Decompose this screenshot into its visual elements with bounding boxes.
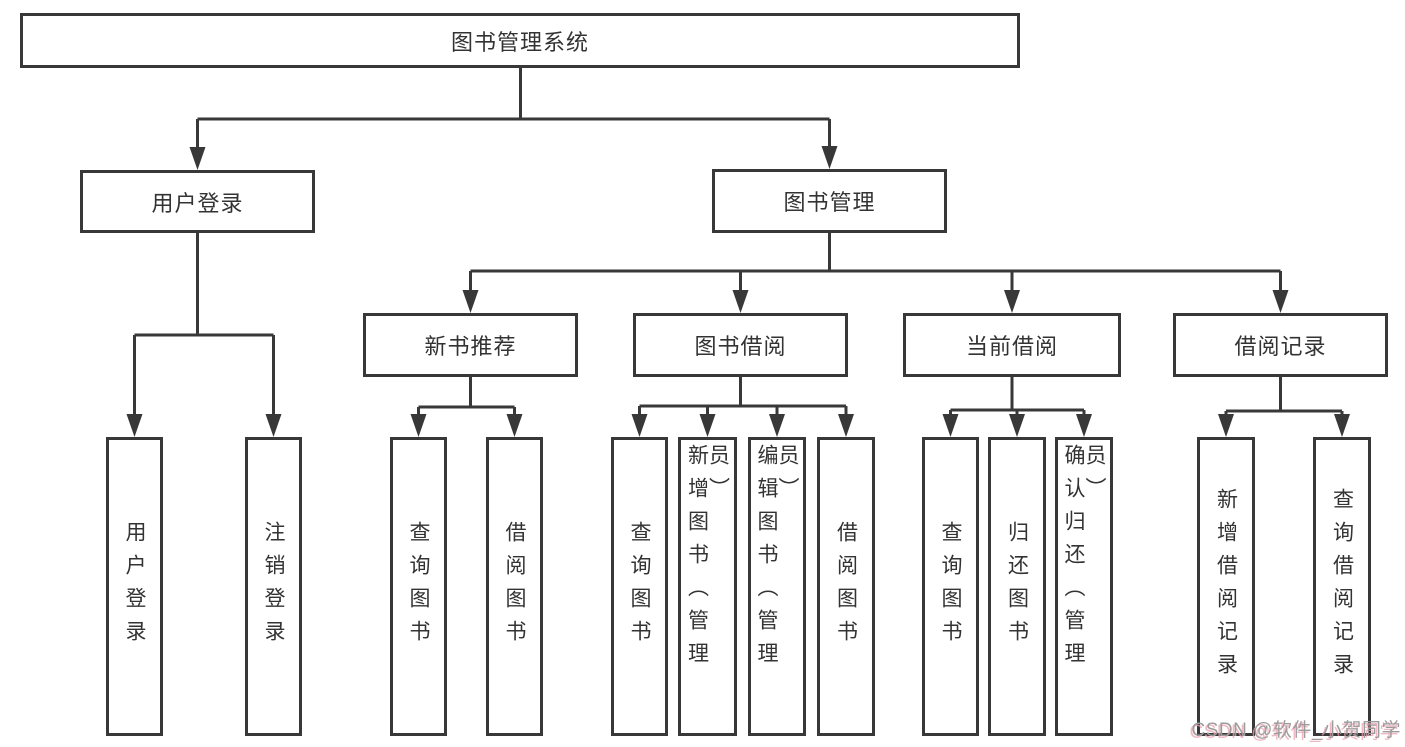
arrowhead <box>126 414 143 437</box>
arrowhead <box>189 147 206 170</box>
edge-borrowrecords-to-leaves <box>1224 377 1344 419</box>
node-new-book-rec-label: 新书推荐 <box>424 334 517 359</box>
arrowhead <box>1076 414 1092 437</box>
leaf-borrow-books-1-label: 借阅图书 <box>503 520 526 653</box>
arrowhead <box>838 414 854 437</box>
node-root-label: 图书管理系统 <box>450 29 589 55</box>
leaf-query-books-1-label: 查询图书 <box>407 520 430 653</box>
leaf-query-borrow-record: 查询借阅记录 <box>1313 437 1371 736</box>
arrowhead <box>506 414 523 437</box>
node-login: 用户登录 <box>80 170 315 233</box>
node-current-borrow-label: 当前借阅 <box>965 334 1058 359</box>
leaf-edit-book-admin-label: 编辑图书（管理员） <box>755 444 799 675</box>
arrowhead <box>631 414 648 437</box>
node-book-borrow: 图书借阅 <box>633 313 848 377</box>
arrowhead <box>1272 290 1289 313</box>
node-borrow-records-label: 借阅记录 <box>1234 334 1327 359</box>
leaf-return-book-label: 归还图书 <box>1005 520 1029 653</box>
leaf-borrow-books-2: 借阅图书 <box>817 437 875 736</box>
arrowhead <box>462 290 479 313</box>
arrowhead <box>699 414 716 437</box>
edge-root-to-level2 <box>196 68 831 150</box>
node-book-borrow-label: 图书借阅 <box>694 334 787 359</box>
leaf-return-book: 归还图书 <box>988 437 1046 736</box>
leaf-query-books-3: 查询图书 <box>922 437 979 736</box>
node-borrow-records: 借阅记录 <box>1173 313 1388 377</box>
arrowhead <box>732 290 749 313</box>
leaf-confirm-return-admin: 确认归还（管理员） <box>1055 437 1113 736</box>
leaf-query-books-2: 查询图书 <box>611 437 668 736</box>
arrowhead <box>942 414 959 437</box>
edge-currentborrow-to-leaves <box>949 377 1086 419</box>
leaf-add-borrow-record-label: 新增借阅记录 <box>1214 487 1238 686</box>
leaf-edit-book-admin: 编辑图书（管理员） <box>748 437 806 736</box>
leaf-query-borrow-record-label: 查询借阅记录 <box>1330 487 1354 686</box>
arrowhead <box>1218 414 1234 437</box>
leaf-query-books-2-label: 查询图书 <box>628 520 651 653</box>
node-new-book-rec: 新书推荐 <box>363 313 578 377</box>
edge-login-to-leaves <box>133 233 275 417</box>
leaf-add-borrow-record: 新增借阅记录 <box>1197 437 1255 736</box>
arrowhead <box>265 414 282 437</box>
leaf-user-login-label: 用户登录 <box>123 520 146 653</box>
leaf-logout: 注销登录 <box>245 437 302 736</box>
leaf-add-book-admin: 新增图书（管理员） <box>678 437 737 736</box>
edge-bookborrow-to-leaves <box>638 377 848 419</box>
leaf-borrow-books-2-label: 借阅图书 <box>834 520 858 653</box>
arrowhead <box>1334 414 1350 437</box>
watermark: CSDN @软件_小贺同学 <box>1191 720 1401 741</box>
arrowhead <box>1004 290 1020 313</box>
node-current-borrow: 当前借阅 <box>903 313 1121 377</box>
leaf-add-book-admin-label: 新增图书（管理员） <box>685 444 730 675</box>
edge-newbook-to-leaves <box>417 377 516 419</box>
node-login-label: 用户登录 <box>151 190 244 216</box>
leaf-query-books-1: 查询图书 <box>390 437 447 736</box>
arrowhead <box>821 146 838 169</box>
arrowhead <box>410 414 427 437</box>
edge-bookmgmt-to-level3 <box>469 233 1282 293</box>
arrowhead <box>769 414 785 437</box>
leaf-user-login: 用户登录 <box>106 437 163 736</box>
node-book-mgmt-label: 图书管理 <box>783 190 876 215</box>
leaf-query-books-3-label: 查询图书 <box>939 520 962 653</box>
leaf-borrow-books-1: 借阅图书 <box>486 437 543 736</box>
leaf-logout-label: 注销登录 <box>262 520 285 653</box>
node-root: 图书管理系统 <box>20 13 1020 68</box>
node-book-mgmt: 图书管理 <box>712 169 947 233</box>
arrowhead <box>1009 414 1025 437</box>
leaf-confirm-return-admin-label: 确认归还（管理员） <box>1062 444 1106 675</box>
